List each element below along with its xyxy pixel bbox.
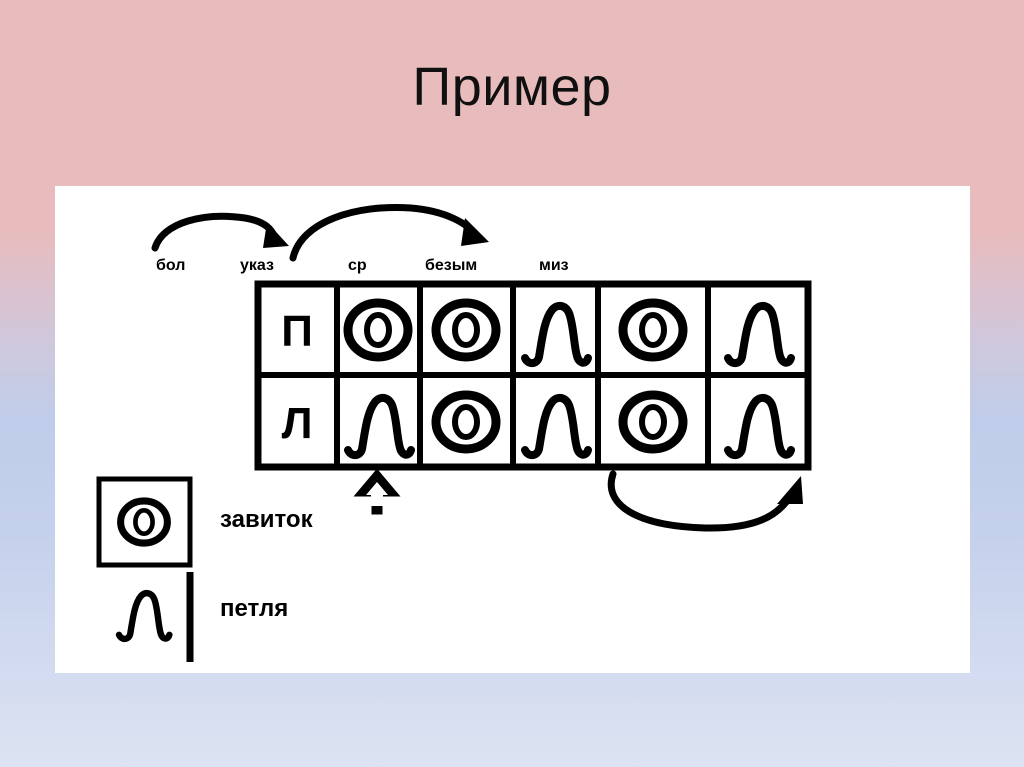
cell-symbol-loop [525, 398, 588, 455]
cell-symbol-whorl [436, 303, 496, 357]
arrow-sr-to-miz [607, 470, 803, 532]
cell-symbol-loop [728, 398, 791, 455]
legend-whorl-box [96, 476, 193, 568]
finger-label-bol: бол [156, 257, 186, 274]
whorl-symbol [121, 501, 168, 543]
table-row: Л [282, 395, 791, 455]
finger-label-bezym: безым [425, 257, 478, 274]
arrow-ukaz-to-bezym [289, 203, 489, 262]
row-hand-label: Л [282, 399, 313, 448]
legend [96, 476, 194, 662]
content-panel: П Л [55, 186, 970, 673]
legend-label-whorl: завиток [220, 506, 313, 533]
cell-symbol-whorl [623, 303, 683, 357]
finger-label-ukaz: указ [240, 257, 274, 274]
pattern-table: П Л [254, 280, 812, 471]
cell-symbol-whorl [436, 395, 496, 449]
cell-symbol-loop [525, 306, 588, 363]
cell-symbol-whorl [348, 303, 408, 357]
finger-label-miz: миз [539, 257, 569, 274]
fingerprint-diagram: П Л [55, 186, 970, 673]
row-hand-label: П [281, 307, 313, 356]
loop-symbol [119, 593, 169, 639]
arrow-bol-to-ukaz [151, 212, 289, 252]
cell-symbol-loop [348, 398, 411, 455]
arrow-up-ukaz [353, 468, 401, 515]
page-title: Пример [412, 57, 612, 117]
legend-label-loop: петля [220, 595, 289, 622]
cell-symbol-whorl [623, 395, 683, 449]
diagram-svg: П Л [96, 203, 812, 662]
finger-label-sr: ср [348, 257, 367, 274]
table-row: П [281, 303, 791, 363]
cell-symbol-loop [728, 306, 791, 363]
